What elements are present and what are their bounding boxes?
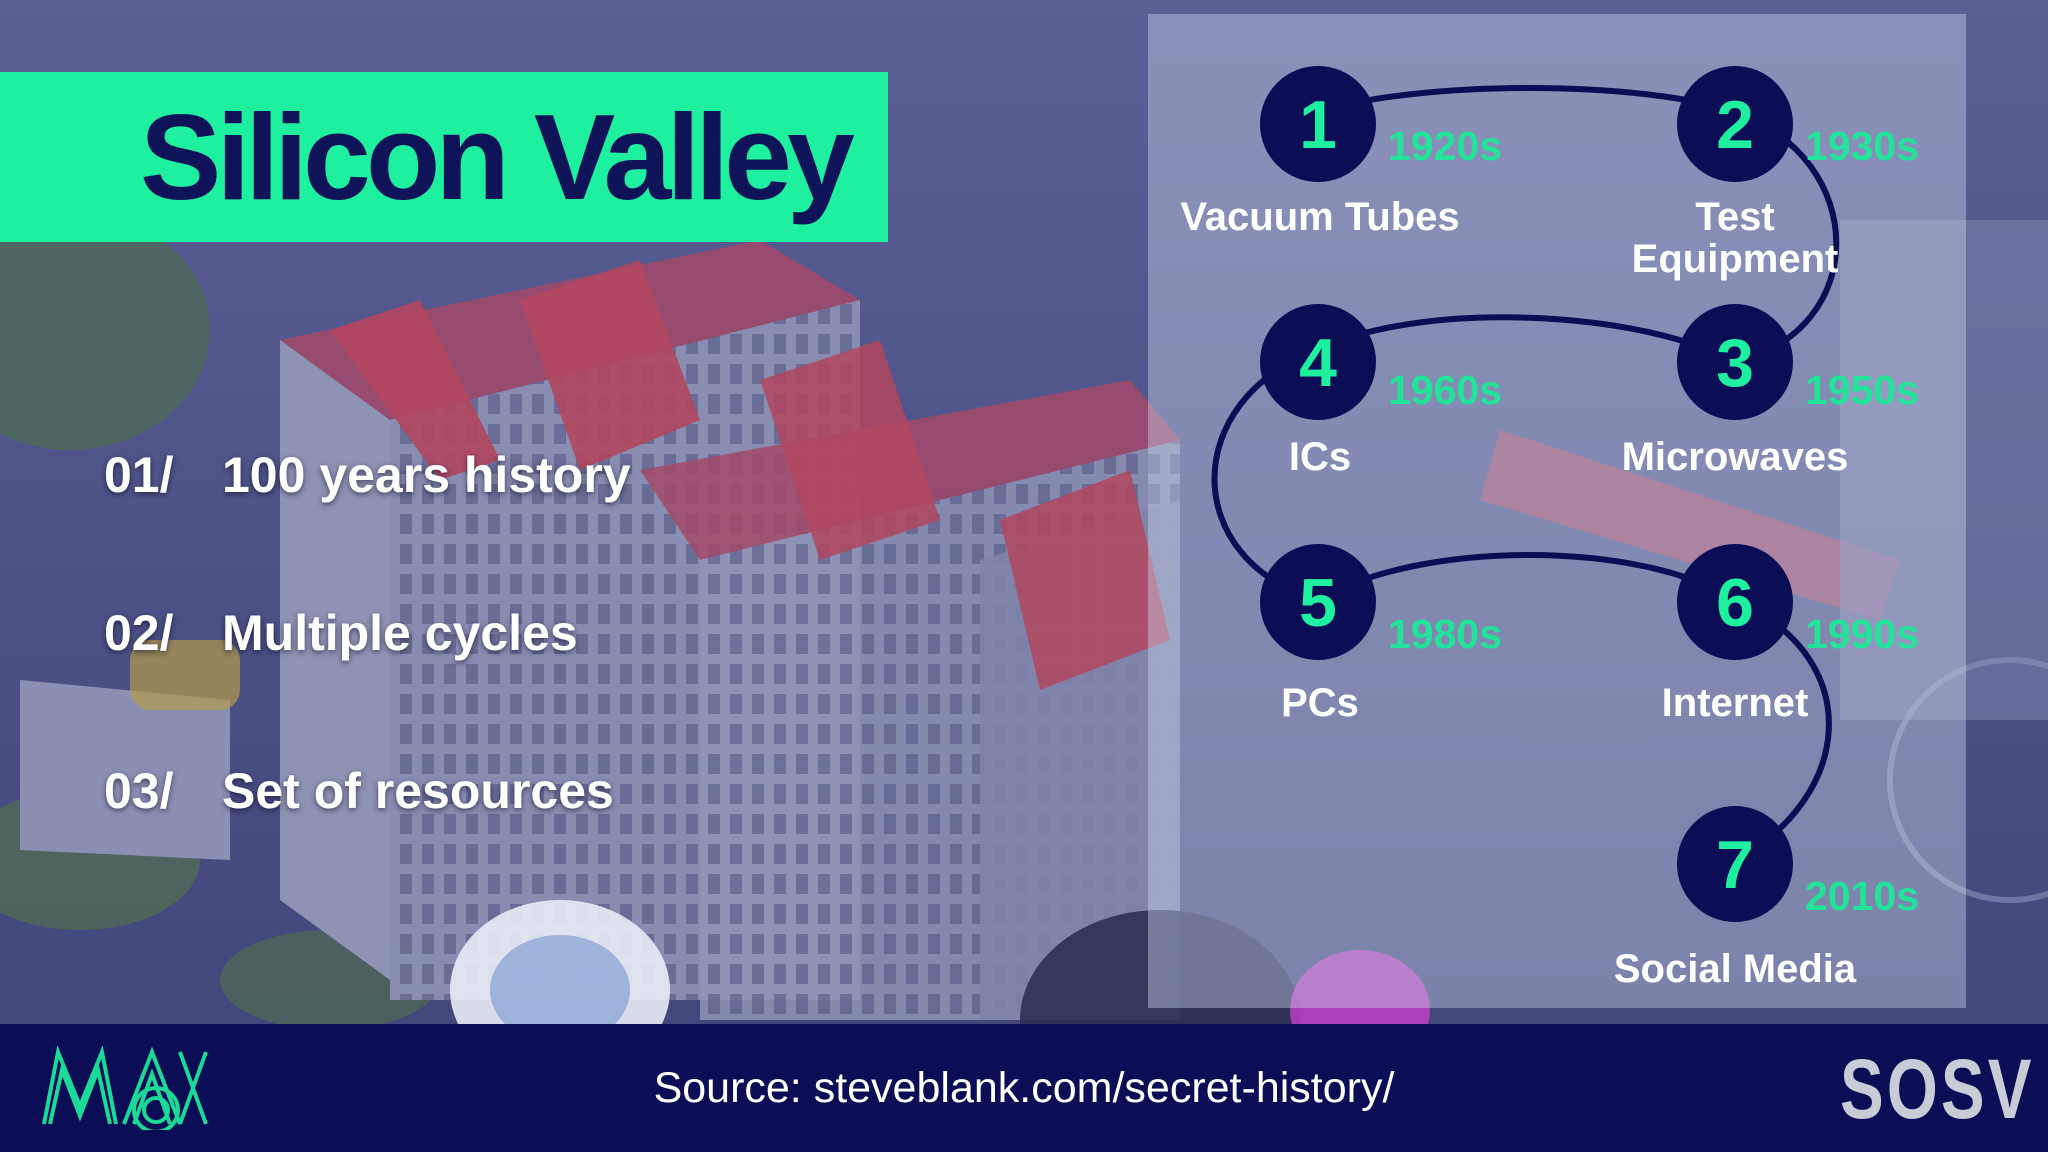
timeline-panel xyxy=(1148,14,1966,1008)
list-item-text: 100 years history xyxy=(222,447,631,503)
page-title: Silicon Valley xyxy=(140,89,855,225)
node-circle xyxy=(1260,66,1376,182)
node-year: 1990s xyxy=(1805,611,1919,657)
node-year: 1960s xyxy=(1388,367,1502,413)
list-item-text: Multiple cycles xyxy=(222,605,578,661)
timeline-node-5: 5 1980s PCs xyxy=(1260,544,1502,725)
title-banner xyxy=(0,72,888,242)
node-number: 1 xyxy=(1299,87,1337,163)
list-item-text: Set of resources xyxy=(222,763,614,819)
timeline-node-4: 4 1960s ICs xyxy=(1260,304,1502,479)
node-circle xyxy=(1677,304,1793,420)
list-item-number: 01/ xyxy=(104,447,174,503)
node-number: 5 xyxy=(1299,565,1337,641)
node-year: 1980s xyxy=(1388,611,1502,657)
node-label-line2: Equipment xyxy=(1632,237,1839,281)
max-fingerprint-logo-icon xyxy=(40,1045,210,1135)
node-number: 3 xyxy=(1716,325,1754,401)
node-circle xyxy=(1677,544,1793,660)
node-circle xyxy=(1677,806,1793,922)
timeline-node-2: 2 1930s Test Equipment xyxy=(1632,66,1919,281)
node-circle xyxy=(1677,66,1793,182)
node-year: 2010s xyxy=(1805,873,1919,919)
node-year: 1920s xyxy=(1388,123,1502,169)
list-item: 02/Multiple cycles xyxy=(104,604,578,662)
node-number: 6 xyxy=(1716,565,1754,641)
node-label: Microwaves xyxy=(1622,435,1849,479)
node-label: PCs xyxy=(1281,681,1359,725)
footer-bar xyxy=(0,1024,2048,1152)
node-circle xyxy=(1260,544,1376,660)
node-year: 1950s xyxy=(1805,367,1919,413)
node-label: ICs xyxy=(1289,435,1351,479)
node-label: Internet xyxy=(1662,681,1809,725)
source-citation: Source: steveblank.com/secret-history/ xyxy=(653,1064,1395,1112)
list-item: 03/Set of resources xyxy=(104,762,614,820)
timeline-node-6: 6 1990s Internet xyxy=(1662,544,1919,725)
list-item-number: 03/ xyxy=(104,763,174,819)
node-number: 7 xyxy=(1716,827,1754,903)
timeline-node-1: 1 1920s Vacuum Tubes xyxy=(1180,66,1502,239)
sosv-logo-icon: SOSV xyxy=(1840,1042,2035,1136)
timeline-node-7: 7 2010s Social Media xyxy=(1614,806,1919,991)
timeline-node-3: 3 1950s Microwaves xyxy=(1622,304,1919,479)
node-label: Test xyxy=(1695,195,1774,239)
node-label: Vacuum Tubes xyxy=(1180,195,1459,239)
node-label: Social Media xyxy=(1614,947,1857,991)
node-year: 1930s xyxy=(1805,123,1919,169)
list-item: 01/100 years history xyxy=(104,446,631,504)
node-circle xyxy=(1260,304,1376,420)
node-number: 4 xyxy=(1299,325,1337,401)
node-number: 2 xyxy=(1716,87,1754,163)
list-item-number: 02/ xyxy=(104,605,174,661)
